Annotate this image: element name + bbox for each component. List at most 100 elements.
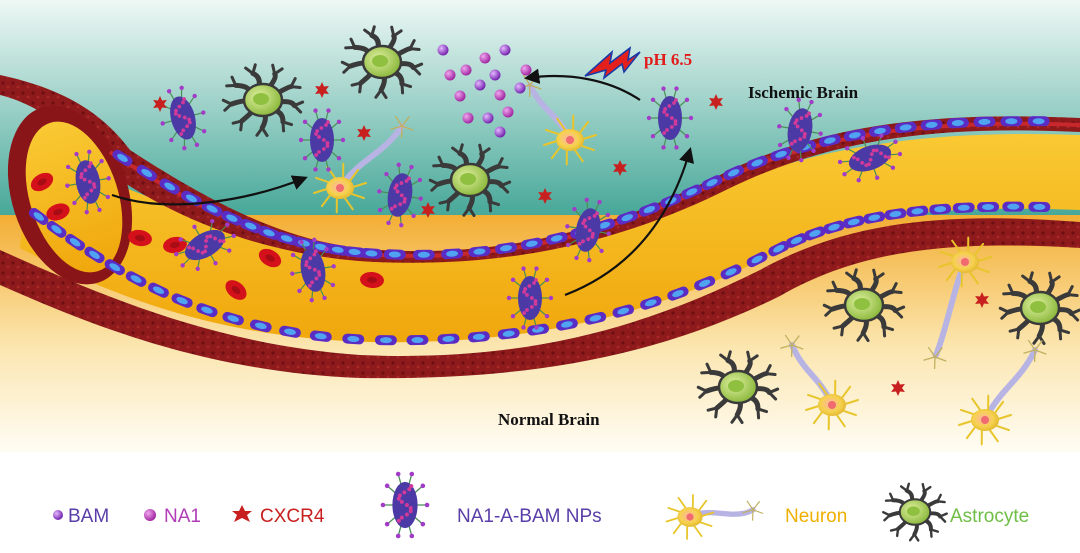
endothelial-cell xyxy=(884,208,907,220)
endothelial-cell xyxy=(84,246,105,264)
endothelial-cell xyxy=(785,233,808,248)
vessel-opening-inner xyxy=(25,121,123,273)
na1-a-bam-np xyxy=(565,197,611,263)
cxcr4-markers xyxy=(153,82,989,396)
endothelial-cell xyxy=(920,119,943,131)
neuron xyxy=(665,494,764,540)
endothelial-cell xyxy=(894,121,917,134)
endothelial-cell xyxy=(616,210,638,225)
endothelial-layer-bottom xyxy=(28,201,1051,346)
endothelial-cell xyxy=(468,245,491,258)
cxcr4-marker xyxy=(315,82,329,98)
na1-a-bam-np xyxy=(159,85,207,151)
released-sphere xyxy=(460,64,472,76)
endothelial-cell xyxy=(343,246,366,258)
neuron xyxy=(780,334,859,431)
na1-a-bam-np xyxy=(837,133,903,183)
cxcr4-marker xyxy=(613,160,627,176)
endothelial-cell xyxy=(406,334,429,346)
released-sphere xyxy=(474,79,486,91)
na1-a-bam-np xyxy=(506,266,554,330)
endothelial-cell xyxy=(148,282,169,298)
released-sphere xyxy=(462,112,474,124)
endothelial-cell xyxy=(136,164,157,182)
legend-bam-icon xyxy=(53,510,63,520)
endothelial-cell xyxy=(584,311,607,325)
endothelial-cell xyxy=(196,303,218,318)
released-sphere xyxy=(482,112,494,124)
red-blood-cell xyxy=(30,172,54,192)
legend-cxcr4-icon xyxy=(232,505,252,522)
legend-na1-label: NA1 xyxy=(164,506,201,527)
endothelial-cell xyxy=(545,232,568,245)
endothelial-cell xyxy=(258,225,280,240)
endothelial-cell xyxy=(467,331,490,343)
legend-cxcr4-label: CXCR4 xyxy=(260,506,325,527)
legend-bam-label: BAM xyxy=(68,506,109,527)
endothelial-cell xyxy=(326,243,349,256)
legend-na1-icon xyxy=(144,509,156,521)
astrocyte xyxy=(696,350,780,425)
vessel-wall-bottom xyxy=(0,218,1080,379)
released-sphere xyxy=(489,69,501,81)
endothelial-cell xyxy=(973,116,996,128)
endothelial-cell xyxy=(221,210,243,226)
endothelial-cell xyxy=(1028,201,1051,212)
red-blood-cell xyxy=(225,280,247,300)
endothelial-cell xyxy=(181,190,202,207)
endothelial-cell xyxy=(1000,116,1023,127)
endothelial-cell xyxy=(249,319,272,333)
endothelial-cell xyxy=(240,218,262,234)
endothelial-cell xyxy=(520,237,543,250)
ischemic-brain-label: Ischemic Brain xyxy=(748,83,859,102)
vessel-lumen xyxy=(20,133,1080,343)
na1-a-bam-np xyxy=(174,218,236,272)
endothelial-cell xyxy=(863,211,886,224)
endothelial-cell xyxy=(28,207,49,226)
astrocyte xyxy=(340,25,424,100)
endothelial-cell xyxy=(497,327,520,340)
endothelial-cell xyxy=(720,264,742,280)
endothelial-cell xyxy=(694,276,716,291)
arrow-ph-release xyxy=(523,68,641,101)
endothelial-cell xyxy=(556,318,578,331)
endothelial-cell xyxy=(681,184,703,200)
endothelial-cell xyxy=(612,304,635,318)
legend-astrocyte-icon xyxy=(882,482,948,542)
legend-np-icon xyxy=(380,471,430,539)
astrocyte xyxy=(221,63,305,138)
released-sphere xyxy=(437,44,449,56)
red-blood-cell xyxy=(258,248,282,268)
endothelial-cell xyxy=(437,333,460,345)
endothelial-cell xyxy=(201,201,223,217)
released-spheres xyxy=(437,44,532,138)
endothelial-cell xyxy=(952,202,975,214)
cxcr4-marker xyxy=(421,202,435,218)
lightning-bolt-icon xyxy=(584,46,641,81)
na1-a-bam-np xyxy=(290,237,336,303)
red-blood-cell xyxy=(46,203,70,221)
endothelial-cell xyxy=(1027,116,1050,127)
endothelial-cell xyxy=(275,231,298,246)
endothelial-cell xyxy=(746,155,768,171)
endothelial-cell xyxy=(383,249,406,260)
endothelial-cell xyxy=(112,149,133,167)
endothelial-cell xyxy=(869,125,891,137)
endothelial-cell xyxy=(977,201,1000,213)
legend-astrocyte-label: Astrocyte xyxy=(950,506,1029,527)
endothelial-cell xyxy=(638,202,660,217)
released-sphere xyxy=(520,64,532,76)
endothelial-cell xyxy=(279,325,301,338)
endothelial-cell xyxy=(843,129,866,142)
na1-a-bam-np xyxy=(298,108,346,172)
endothelial-cell xyxy=(842,215,865,229)
endothelial-cell xyxy=(342,333,365,345)
released-sphere xyxy=(502,106,514,118)
legend-neuron-icon xyxy=(665,494,764,540)
astrocytes xyxy=(221,25,1080,425)
nanoparticles xyxy=(65,85,903,330)
released-sphere xyxy=(494,126,506,138)
cxcr4-marker xyxy=(709,94,723,110)
endothelial-cell xyxy=(46,220,67,238)
